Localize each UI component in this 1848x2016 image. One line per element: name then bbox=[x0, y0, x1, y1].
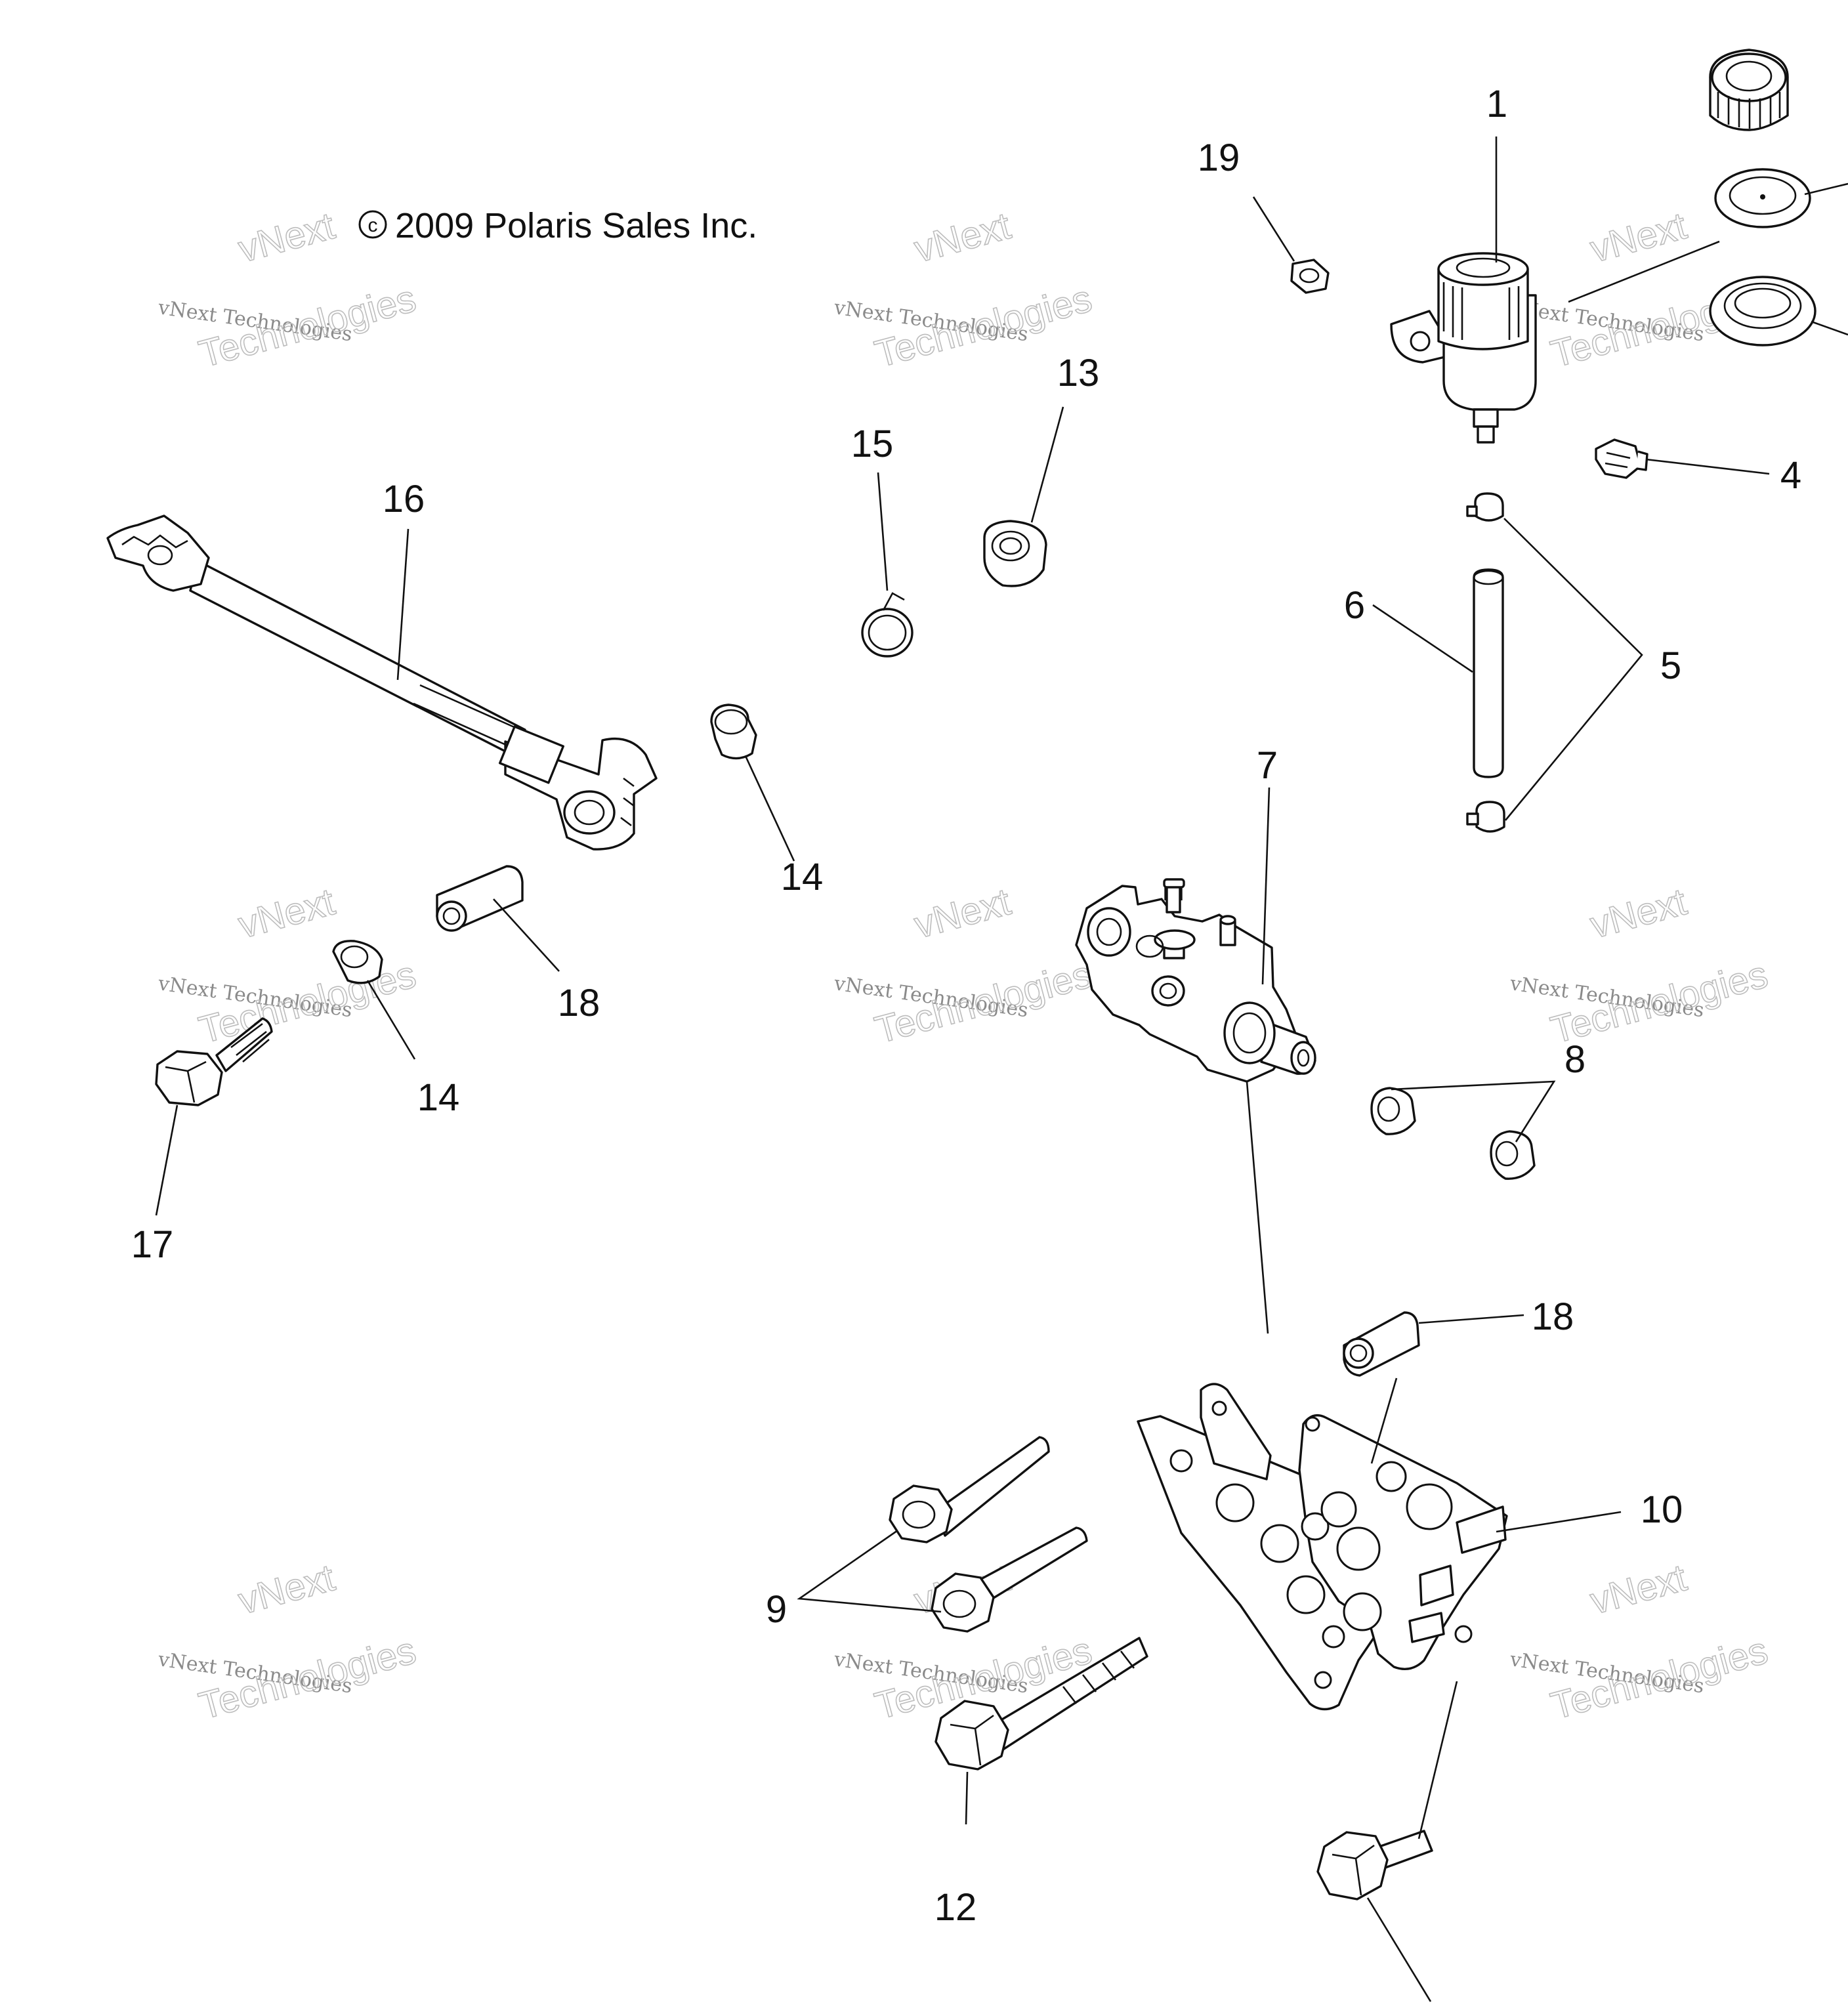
leader-14a bbox=[744, 755, 795, 862]
callout-9: 9 bbox=[766, 1588, 787, 1631]
callout-16: 16 bbox=[383, 478, 425, 520]
callout-13: 13 bbox=[1057, 352, 1100, 394]
leader-10 bbox=[1496, 1511, 1622, 1533]
bolt-part-9-lower bbox=[931, 1526, 1088, 1633]
leader-7b bbox=[1246, 1081, 1269, 1334]
shift-lever-part-16 bbox=[106, 514, 658, 850]
callout-1: 1 bbox=[1486, 83, 1507, 125]
leader-18a bbox=[493, 898, 560, 972]
diaphragm-plate-part bbox=[1714, 168, 1848, 228]
grommet-part-8-right bbox=[1490, 1130, 1536, 1180]
clamp-part-5-upper bbox=[1466, 492, 1504, 522]
bolt-part-12 bbox=[934, 1637, 1148, 1771]
leader-19 bbox=[1252, 196, 1295, 262]
nut-part-19 bbox=[1290, 259, 1330, 294]
bushing-part-14-upper bbox=[710, 704, 757, 760]
leader-16 bbox=[396, 528, 410, 681]
bracket-part-10 bbox=[1137, 1383, 1508, 1711]
callout-5: 5 bbox=[1660, 644, 1681, 687]
master-cylinder-part-7 bbox=[1075, 878, 1316, 1083]
bolt-part-11 bbox=[1316, 1830, 1433, 1900]
hose-part-6 bbox=[1473, 568, 1504, 778]
leader-8 bbox=[1391, 1080, 1556, 1143]
leader-18b bbox=[1418, 1314, 1524, 1324]
callout-17: 17 bbox=[131, 1223, 174, 1266]
leader-9 bbox=[797, 1529, 942, 1613]
leader-17 bbox=[155, 1104, 178, 1216]
reservoir-cap-part bbox=[1709, 49, 1789, 131]
leader-11b bbox=[1366, 1897, 1432, 2002]
copyright-text: 2009 Polaris Sales Inc. bbox=[395, 206, 757, 245]
bushing-part-14-lower bbox=[332, 940, 383, 984]
leader-7 bbox=[1261, 787, 1270, 985]
leader-12 bbox=[965, 1771, 969, 1825]
bushing-part-13 bbox=[983, 520, 1047, 587]
leader-4 bbox=[1645, 458, 1770, 475]
leader-15 bbox=[877, 472, 889, 591]
copyright-circle-icon bbox=[358, 210, 387, 239]
callout-12: 12 bbox=[934, 1886, 977, 1929]
callouts: 1 19 13 15 16 4 6 5 7 14 18 14 8 17 18 1… bbox=[131, 83, 1801, 1929]
leader-14b bbox=[366, 980, 416, 1060]
callout-8: 8 bbox=[1564, 1038, 1586, 1081]
callout-14-upper: 14 bbox=[781, 856, 824, 898]
spacer-part-18-left bbox=[436, 865, 524, 932]
leader-11a bbox=[1418, 1681, 1458, 1839]
spring-clip-part-15 bbox=[861, 592, 914, 658]
callout-18-left: 18 bbox=[558, 982, 600, 1024]
copyright-symbol: c bbox=[368, 215, 378, 236]
callout-19: 19 bbox=[1198, 136, 1240, 179]
screw-part-4 bbox=[1595, 438, 1648, 479]
callout-6: 6 bbox=[1344, 584, 1365, 627]
leader-5 bbox=[1503, 518, 1643, 821]
leader-6 bbox=[1372, 604, 1473, 673]
spacer-part-18-right bbox=[1343, 1311, 1420, 1377]
leader-18c bbox=[1370, 1377, 1398, 1464]
bolt-part-9-upper bbox=[889, 1436, 1050, 1544]
reservoir-part-1 bbox=[1390, 240, 1720, 444]
bolt-part-17 bbox=[155, 1017, 273, 1106]
diaphragm-seal-part bbox=[1709, 276, 1848, 346]
callout-14-lower: 14 bbox=[417, 1076, 460, 1119]
grommet-part-8-left bbox=[1370, 1087, 1416, 1135]
callout-7: 7 bbox=[1257, 744, 1278, 787]
copyright-notice: c 2009 Polaris Sales Inc. bbox=[358, 206, 757, 245]
clamp-part-5-lower bbox=[1466, 801, 1505, 833]
callout-4: 4 bbox=[1780, 454, 1801, 497]
leader-lines bbox=[155, 136, 1770, 2002]
callout-10: 10 bbox=[1641, 1488, 1683, 1531]
leader-13 bbox=[1030, 406, 1064, 523]
callout-15: 15 bbox=[851, 423, 894, 465]
callout-18-right: 18 bbox=[1532, 1295, 1574, 1338]
